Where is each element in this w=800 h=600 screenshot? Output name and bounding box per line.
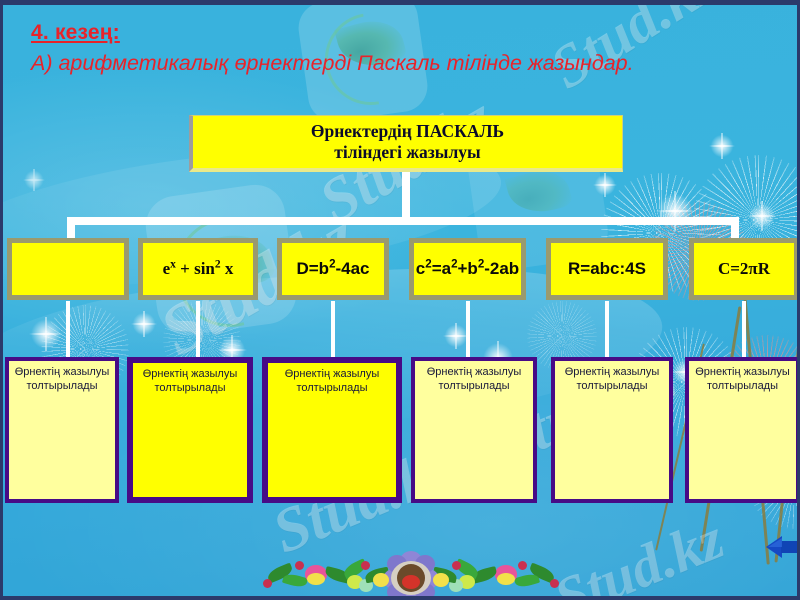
connector-branch-left-end: [67, 217, 75, 239]
header-line-2: А) арифметикалық өрнектерді Паскаль тілі…: [31, 51, 634, 75]
formula-box-1: [7, 238, 129, 300]
connector-drop-4: [465, 301, 470, 359]
answer-box-line-1: Өрнектің жазылуы: [284, 368, 380, 380]
sparkle-icon: [29, 317, 63, 351]
sparkle-icon: [747, 201, 777, 231]
sparkle-icon: [709, 133, 735, 159]
connector-title-stem: [402, 172, 410, 221]
connector-drop-1: [66, 301, 70, 359]
connector-drop-3: [331, 301, 335, 359]
header: 4. кезең: А) арифметикалық өрнектерді Па…: [31, 21, 634, 76]
formula-text: C=2πR: [717, 259, 771, 279]
floral-divider: [261, 551, 561, 596]
arrow-left-icon[interactable]: [766, 534, 800, 560]
formula-text: c2=a2+b2-2ab: [415, 258, 520, 279]
formula-text: R=abc:4S: [568, 259, 646, 279]
formula-text: D=b2-4ac: [296, 258, 370, 279]
formula-box-6: C=2πR: [689, 238, 797, 300]
answer-box-line-2: толтырылады: [576, 379, 648, 392]
title-box: Өрнектердің ПАСКАЛЬ тіліндегі жазылуы: [189, 115, 623, 172]
formula-box-5: R=abc:4S: [546, 238, 668, 300]
connector-branch-right-end: [731, 217, 739, 239]
answer-box-line-1: Өрнектің жазылуы: [14, 366, 110, 378]
formula-box-2: ex + sin2 x: [138, 238, 258, 300]
answer-box-line-1: Өрнектің жазылуы: [564, 366, 660, 378]
formula-box-4: c2=a2+b2-2ab: [409, 238, 526, 300]
formula-text: ex + sin2 x: [162, 257, 234, 279]
answer-box-line-2: толтырылады: [26, 379, 98, 392]
answer-box-line-2: толтырылады: [438, 379, 510, 392]
answer-box-line-2: толтырылады: [296, 381, 368, 394]
header-line-1: 4. кезең:: [31, 21, 120, 44]
connector-drop-5: [605, 301, 609, 359]
answer-box-line-1: Өрнектің жазылуы: [426, 366, 522, 378]
answer-box-line-1: Өрнектің жазылуы: [142, 368, 238, 380]
connector-drop-6: [742, 301, 746, 359]
sparkle-icon: [655, 191, 695, 231]
previous-slide-button[interactable]: [766, 534, 800, 560]
connector-drop-2: [196, 301, 200, 359]
formula-box-3: D=b2-4ac: [277, 238, 389, 300]
title-box-line-1: Өрнектердің ПАСКАЛЬ: [310, 121, 505, 141]
answer-box-line-1: Өрнектің жазылуы: [695, 366, 790, 378]
sparkle-icon: [131, 311, 157, 337]
answer-box-line-2: толтырылады: [706, 379, 779, 392]
answer-box-line-2: толтырылады: [154, 381, 226, 394]
connector-horizontal-bar: [67, 217, 739, 225]
title-box-line-2: тіліндегі жазылуы: [334, 142, 481, 162]
